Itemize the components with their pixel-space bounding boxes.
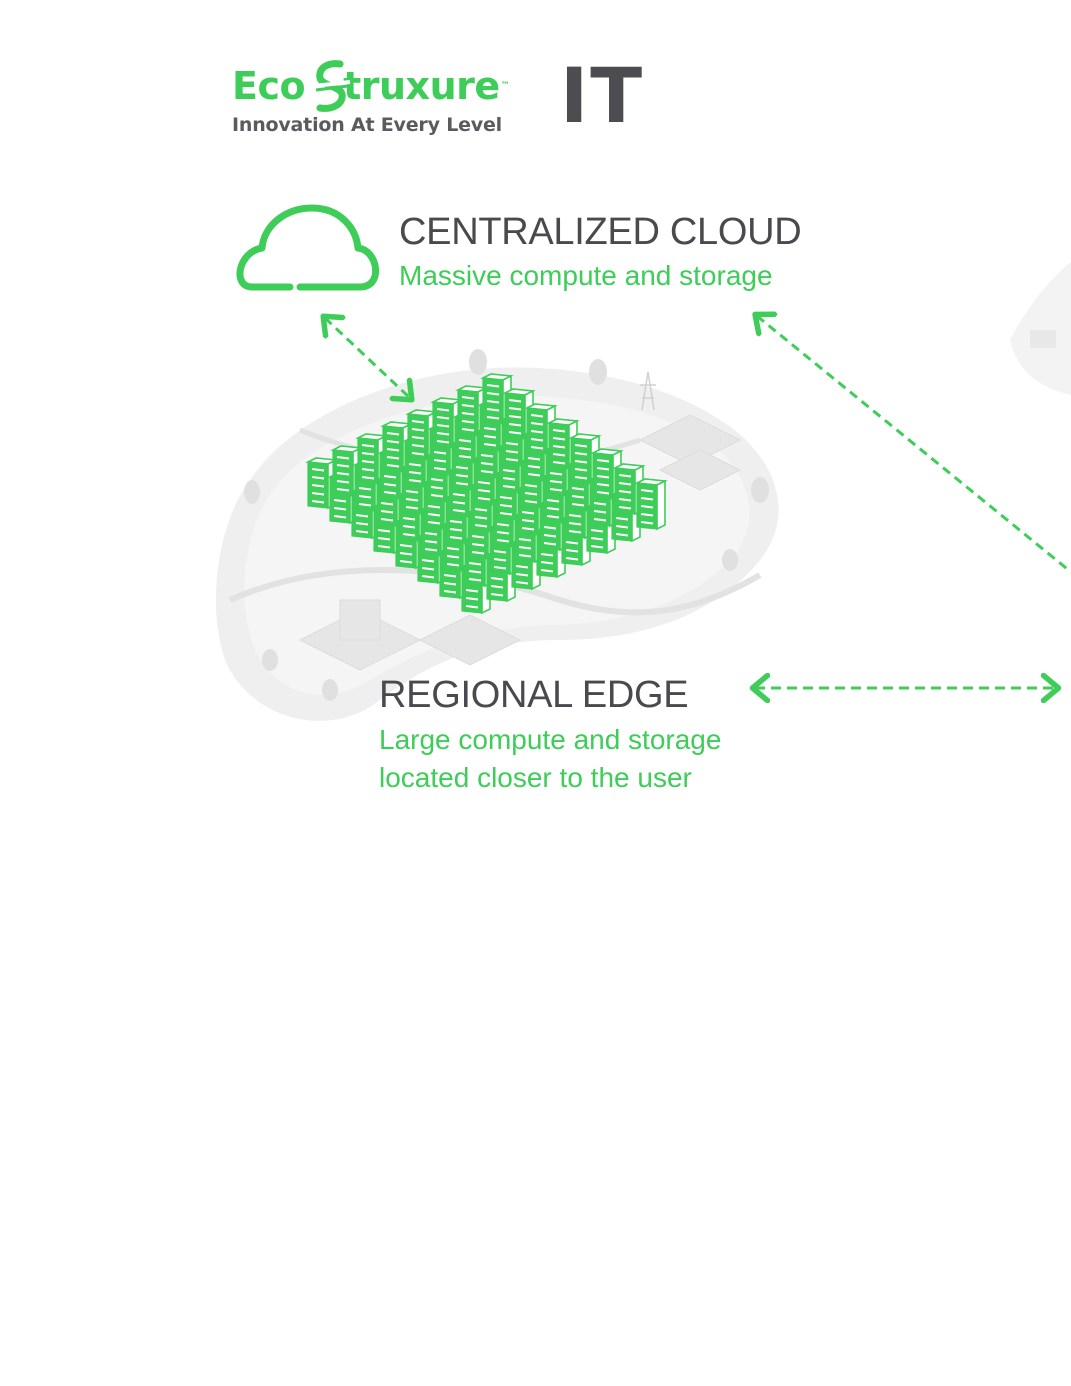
cloud-icon xyxy=(236,204,379,291)
server-rack xyxy=(634,478,668,531)
logo-suffix: truxure xyxy=(343,64,500,108)
server-grid-icon xyxy=(305,373,668,615)
regional-edge-subtitle-line2: located closer to the user xyxy=(379,762,692,793)
arrow-cloud-to-edge xyxy=(325,318,410,398)
logo-tagline: Innovation At Every Level xyxy=(232,114,502,136)
logo-s-mark-icon xyxy=(313,60,351,112)
regional-edge-subtitle-line1: Large compute and storage xyxy=(379,724,722,755)
logo-prefix: Eco xyxy=(232,64,306,108)
ecostruxure-it-logo: Eco truxure™ Innovation At Every Level IT xyxy=(232,51,652,148)
logo-product-it: IT xyxy=(560,51,645,140)
arrow-cloud-to-right xyxy=(757,316,1071,574)
logo-trademark: ™ xyxy=(500,81,510,91)
distant-landscape xyxy=(1010,262,1071,395)
logo-wordmark: Eco truxure™ xyxy=(232,64,510,108)
regional-edge-title: REGIONAL EDGE xyxy=(379,674,689,716)
centralized-cloud-subtitle: Massive compute and storage xyxy=(399,260,773,291)
server-rack xyxy=(612,463,646,516)
centralized-cloud-title: CENTRALIZED CLOUD xyxy=(399,211,802,253)
